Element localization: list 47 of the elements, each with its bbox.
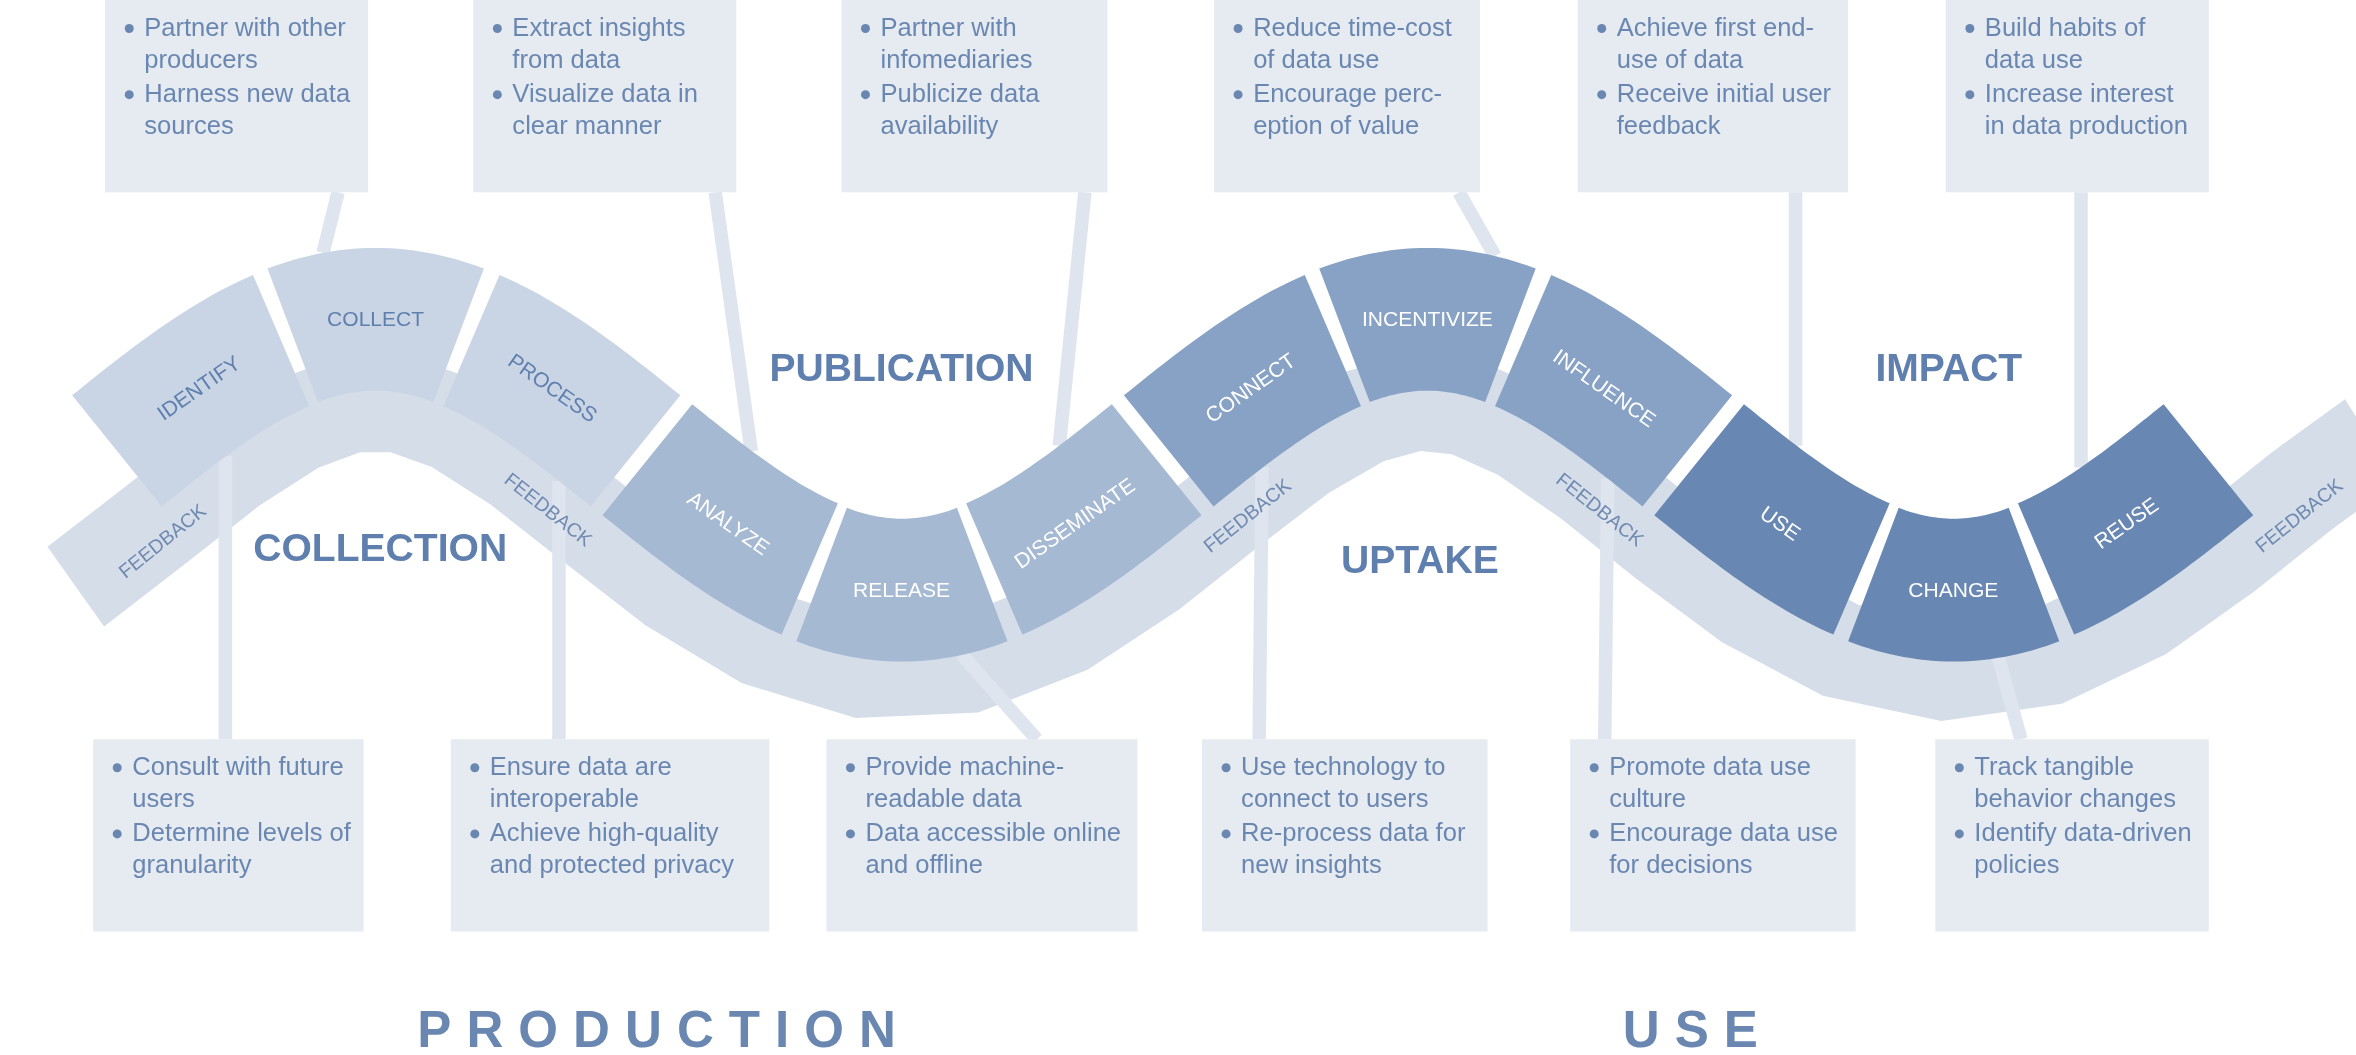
bullet-text: Identify data-driven policies (1950, 817, 2197, 881)
bullet-text: Harness new data sources (120, 78, 357, 142)
bullet-text: Achieve first end-use of data (1592, 12, 1837, 76)
phase-label: COLLECTION (253, 525, 508, 572)
callout-box (1570, 739, 1856, 932)
bullet-text: Encourage data use for decisions (1585, 817, 1844, 881)
stage-label: RELEASE (853, 576, 951, 601)
bullet-text: Encourage perc-eption of value (1229, 78, 1468, 142)
callout-box (450, 739, 770, 932)
bullet-text: Consult with future users (108, 751, 352, 815)
bullet-text: Achieve high-quality and protected privacy (465, 817, 758, 881)
bullet-text: Increase interest in data production (1960, 78, 2197, 142)
phase-label: PUBLICATION (769, 344, 1034, 392)
bullet-text: Build habits of data use (1960, 12, 2197, 76)
bullet-text: Visualize data in clear manner (488, 78, 725, 142)
bullet-text: Promote data use culture (1585, 751, 1844, 815)
bullet-text: Re-process data for new insights (1217, 817, 1476, 881)
bullet-text: Partner with infomediaries (856, 12, 1096, 76)
stage-label: USE (1755, 499, 1806, 545)
callout-box (841, 0, 1108, 193)
bullet-text: Track tangible behavior changes (1950, 751, 2197, 815)
stage-label: COLLECT (327, 306, 425, 331)
phase-label: IMPACT (1875, 344, 2023, 392)
callout-box (105, 0, 369, 193)
stage-label: CHANGE (1908, 576, 1999, 601)
bullet-text: Use technology to connect to users (1217, 751, 1476, 815)
bullet-text: Extract insights from data (488, 12, 725, 76)
stage-group-label: PRODUCTION (417, 999, 911, 1055)
phase-label: UPTAKE (1341, 537, 1499, 584)
bullet-text: Data accessible online and offline (841, 817, 1126, 881)
bullet-text: Provide machine-readable data (841, 751, 1126, 815)
bullet-text: Receive initial user feedback (1592, 78, 1837, 142)
callout-box (1214, 0, 1480, 193)
bullet-text: Reduce time-cost of data use (1229, 12, 1468, 76)
bullet-text: Determine levels of granularity (108, 817, 352, 881)
bullet-text: Ensure data are interoperable (465, 751, 758, 815)
callout-box (826, 739, 1138, 932)
callout-box (93, 739, 364, 932)
callout-box (1577, 0, 1849, 193)
bullet-text: Publicize data availability (856, 78, 1096, 142)
callout-box (1202, 739, 1488, 932)
callout-box (1935, 739, 2209, 932)
stage-group-label: USE (1622, 999, 1773, 1055)
callout-box (473, 0, 737, 193)
bullet-text: Partner with other producers (120, 12, 357, 76)
callout-box (1945, 0, 2209, 193)
stage-label: INCENTIVIZE (1361, 306, 1493, 331)
